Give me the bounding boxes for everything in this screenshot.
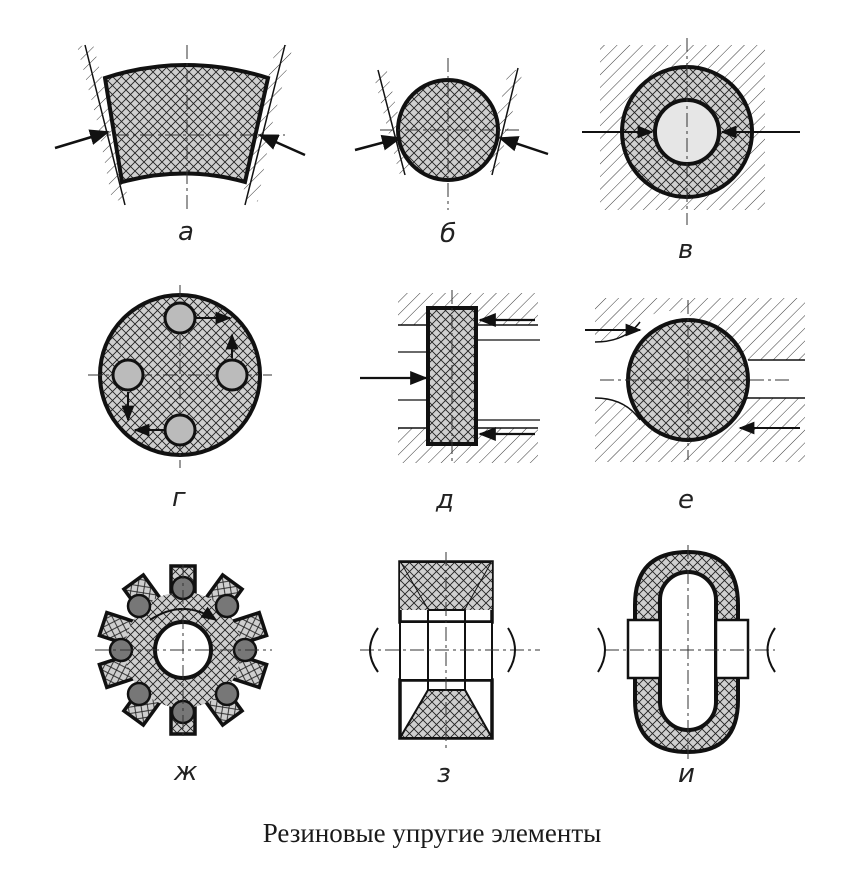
figure-v [582,38,800,225]
figure-a [54,42,306,210]
figure-caption: Резиновые упругие элементы [262,818,602,848]
label-a: а [178,217,194,247]
label-zh: ж [173,757,198,787]
figure-b [354,58,549,210]
label-e: е [678,485,694,515]
figure-i [597,545,776,760]
label-d: д [435,485,454,515]
label-i: и [678,759,695,789]
figure-d [360,290,540,465]
figure-zh [95,564,272,740]
label-g: г [172,483,186,513]
figure-g [88,285,272,468]
figure-z [360,552,540,750]
figure-e [585,298,805,462]
label-v: в [678,235,693,265]
label-z: з [437,759,451,789]
label-b: б [440,219,456,249]
